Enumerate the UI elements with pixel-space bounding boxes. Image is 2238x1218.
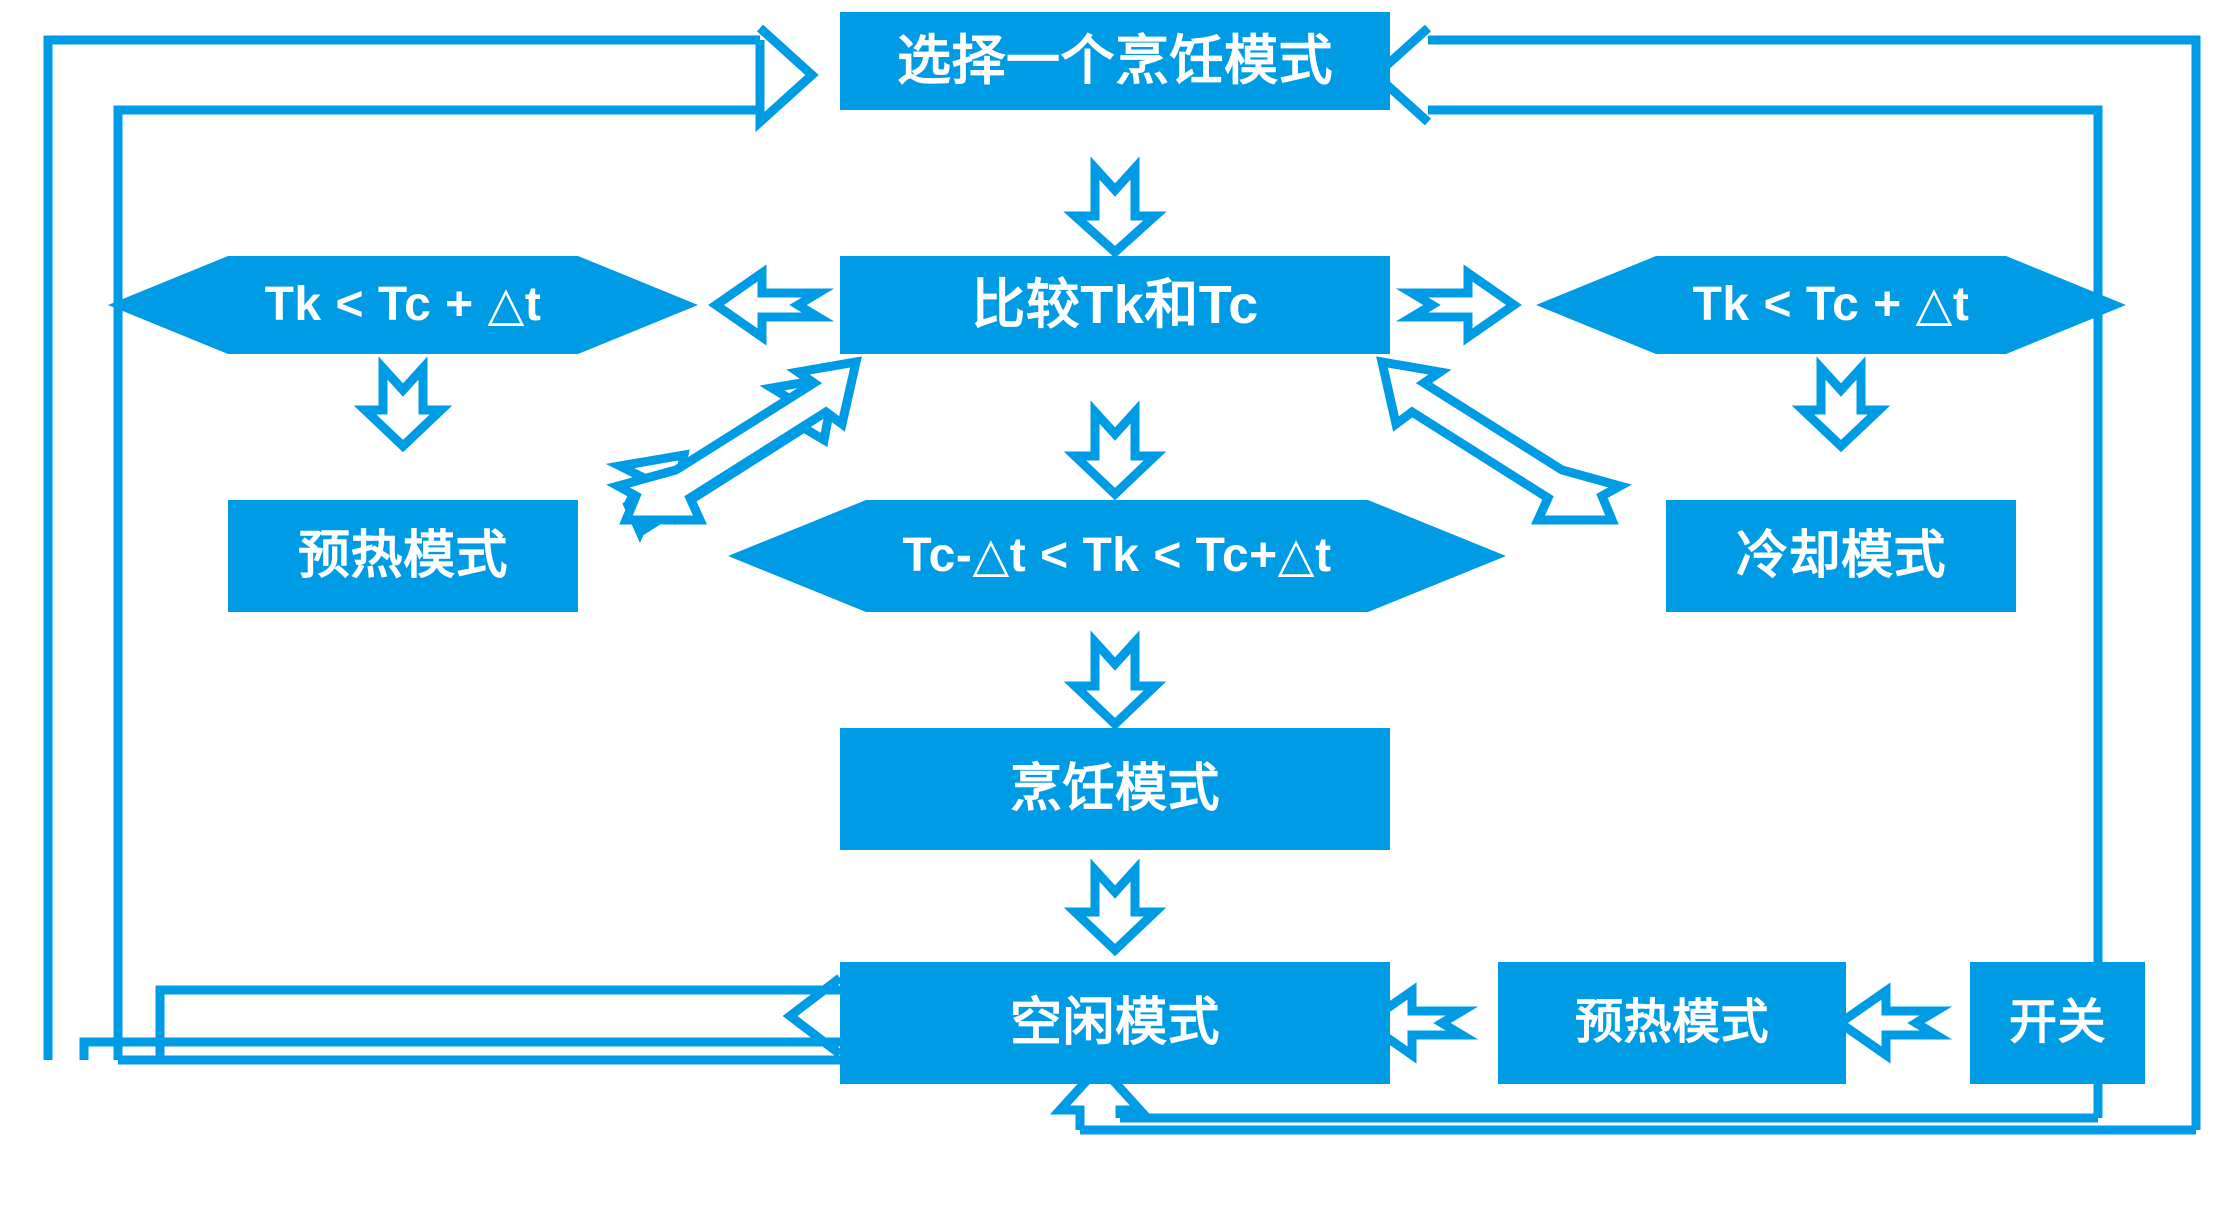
node-label: Tc-△t < Tk < Tc+△t xyxy=(902,528,1332,582)
node-cooling-mode-right[interactable]: 冷却模式 xyxy=(1666,500,2016,612)
arrow-compare-to-hexleft xyxy=(708,264,835,346)
node-preheat-mode-left[interactable]: 预热模式 xyxy=(228,500,578,612)
arrow-cooking-to-idle xyxy=(1063,858,1167,957)
node-label: 空闲模式 xyxy=(1009,993,1220,1052)
node-cooking-mode[interactable]: 烹饪模式 xyxy=(840,728,1390,850)
node-compare-tk-tc[interactable]: 比较Tk和Tc xyxy=(840,256,1390,354)
arrow-hexright-to-cooling xyxy=(1791,356,1891,453)
node-label: Tk < Tc + △t xyxy=(264,277,542,331)
idle-left-band-lower xyxy=(79,1037,840,1060)
node-label: 预热模式 xyxy=(297,526,508,585)
node-label: 冷却模式 xyxy=(1735,526,1946,585)
arrow-switch-to-preheatbottom xyxy=(1832,982,1953,1064)
arrow-diagonal-right-body xyxy=(1376,356,1632,525)
idle-left-band-arrowhead xyxy=(782,974,843,1058)
node-preheat-mode-bottom[interactable]: 预热模式 xyxy=(1498,962,1846,1084)
node-label: 选择一个烹饪模式 xyxy=(897,30,1333,91)
node-label: 预热模式 xyxy=(1574,995,1769,1049)
arrow-select-to-compare xyxy=(1063,156,1167,259)
node-label: 比较Tk和Tc xyxy=(971,274,1259,335)
node-label: 开关 xyxy=(2008,995,2106,1049)
node-idle-mode[interactable]: 空闲模式 xyxy=(840,962,1390,1084)
node-hexagon-left-condition[interactable]: Tk < Tc + △t xyxy=(108,256,698,354)
arrow-compare-to-hexmid xyxy=(1063,400,1167,501)
node-label: 烹饪模式 xyxy=(1009,759,1220,818)
idle-left-band-upper xyxy=(155,985,840,1060)
arrow-diagonal-left-body xyxy=(606,356,862,525)
arrow-hexleft-to-preheat xyxy=(353,356,453,453)
node-hexagon-right-condition[interactable]: Tk < Tc + △t xyxy=(1536,256,2126,354)
node-select-cooking-mode[interactable]: 选择一个烹饪模式 xyxy=(840,12,1390,110)
node-label: Tk < Tc + △t xyxy=(1692,277,1970,331)
arrow-hexmid-to-cooking xyxy=(1063,630,1167,731)
node-switch[interactable]: 开关 xyxy=(1970,962,2145,1084)
arrow-compare-to-hexright xyxy=(1395,264,1522,346)
node-hexagon-mid-condition[interactable]: Tc-△t < Tk < Tc+△t xyxy=(728,500,1506,612)
outer-left-arrowhead xyxy=(755,24,819,133)
